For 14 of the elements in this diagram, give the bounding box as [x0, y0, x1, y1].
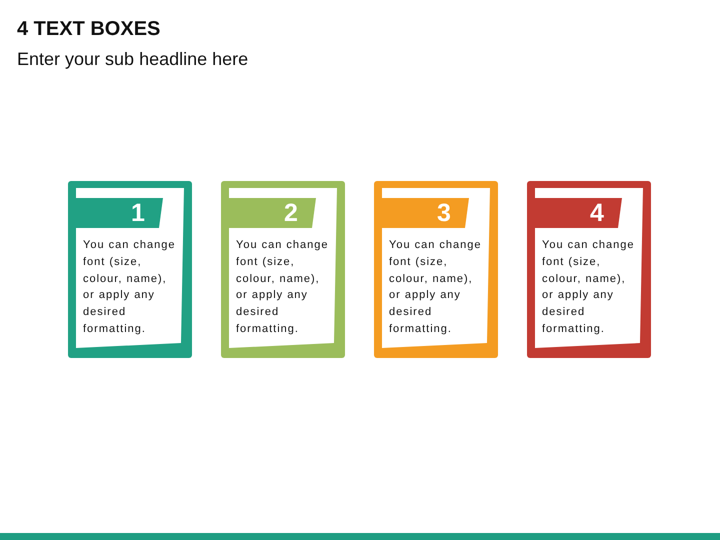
- card-number: 3: [436, 198, 452, 228]
- card-text: You can change font (size, colour, name), or apply any desired formatting.: [542, 238, 636, 337]
- card: [221, 181, 345, 358]
- subtitle: Enter your sub headline here: [17, 48, 248, 71]
- card: [374, 181, 498, 358]
- card-number: 1: [130, 198, 146, 228]
- card-text: You can change font (size, colour, name), or apply any desired formatting.: [236, 238, 330, 337]
- card-number: 4: [589, 198, 605, 228]
- card: [68, 181, 192, 358]
- card-number: 2: [283, 198, 299, 228]
- card-text: You can change font (size, colour, name), or apply any desired formatting.: [83, 238, 176, 337]
- card-text: You can change font (size, colour, name), or apply any desired formatting.: [389, 238, 482, 337]
- card: [527, 181, 651, 358]
- slide-title: 4 TEXT BOXES: [17, 17, 160, 42]
